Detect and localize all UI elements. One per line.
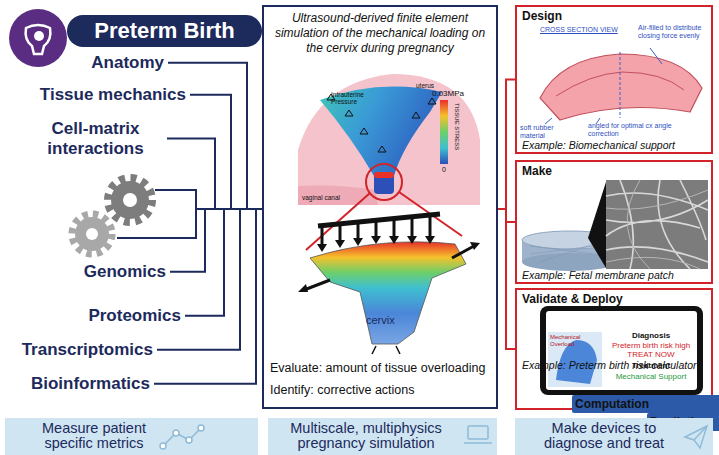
node-text: Make devices to diagnose and treat xyxy=(525,421,683,453)
topic-label: Cell-matrix interactions xyxy=(28,119,163,158)
annotation-label: Intrauterine Pressure xyxy=(331,91,375,106)
annotation-label: Air-filled to distribute closing force e… xyxy=(638,24,710,40)
node-text: Cell-matrix interactions xyxy=(28,119,163,158)
output-panel: MakeExample: Fetal membrane patch xyxy=(515,160,713,284)
connector xyxy=(190,95,262,209)
topic-label: Proteomics xyxy=(88,306,181,326)
phone-screen xyxy=(546,311,697,390)
node-text: Make xyxy=(522,164,706,178)
node-text: Multiscale, multiphysics pregnancy simul… xyxy=(270,421,462,453)
node-subtext: Evaluate: amount of tissue overloading xyxy=(270,361,490,375)
title-pill: Preterm Birth xyxy=(67,15,262,47)
topic-label: Genomics xyxy=(84,262,166,282)
node-text: Bioinformatics xyxy=(31,374,150,394)
connector xyxy=(168,63,262,209)
annotation-label: CROSS SECTION VIEW xyxy=(540,26,618,34)
annotation-label: Mechanical Overload xyxy=(550,334,600,348)
connector xyxy=(167,139,262,209)
annotation-label: uterus xyxy=(416,82,434,89)
node-subtext: Example: Biomechanical support xyxy=(522,139,706,151)
annotation-label: TISSUE STRESS xyxy=(453,103,460,150)
cervix-small xyxy=(374,172,394,194)
stress-map xyxy=(320,87,442,176)
summary-band: Measure patient specific metrics xyxy=(5,418,258,455)
annotation-label: Diagnosis xyxy=(606,331,696,340)
annotation-label: angled for optimal cx angle correction xyxy=(588,122,688,138)
summary-band: Make devices to diagnose and treat xyxy=(515,418,713,455)
node-text: Computation xyxy=(575,397,719,411)
node-text: Ultrasound-derived finite element simula… xyxy=(270,11,490,56)
annotation-label: 0 xyxy=(442,166,446,174)
node-subtext: Example: Fetal membrane patch xyxy=(522,269,706,281)
load-arrows xyxy=(298,214,480,354)
connector xyxy=(170,209,262,272)
annotation-label: Preterm birth risk high TREAT NOW xyxy=(606,341,696,359)
screen-tab: Computation xyxy=(572,395,719,413)
zoom-wedge xyxy=(588,182,606,268)
cervix-zoom xyxy=(310,242,466,344)
connector xyxy=(498,80,515,210)
gears-icon xyxy=(72,178,152,254)
topic-label: Anatomy xyxy=(91,53,164,73)
topic-label: Bioinformatics xyxy=(31,374,150,394)
annotation-label: Mechanical Support xyxy=(606,372,696,381)
support-sketch xyxy=(540,54,702,120)
cervix-small-top xyxy=(374,172,394,178)
topic-label: Transcriptomics xyxy=(22,340,153,360)
annotation-label: soft rubber material xyxy=(520,124,572,140)
uterus-icon-shape xyxy=(26,25,51,54)
simulation-panel: Ultrasound-derived finite element simula… xyxy=(262,5,498,409)
annotation-label: 0.03MPa xyxy=(432,89,464,98)
uterus-icon xyxy=(9,9,67,67)
node-subtext: Identify: corrective actions xyxy=(270,383,490,397)
node-text: Proteomics xyxy=(88,306,181,326)
node-text: Design xyxy=(522,9,706,23)
topic-label: Tissue mechanics xyxy=(40,85,186,105)
connector xyxy=(154,209,262,384)
node-subtext: Example: Preterm birth risk calculator xyxy=(522,359,706,371)
zoom-circle xyxy=(366,164,402,200)
node-text: Transcriptomics xyxy=(22,340,153,360)
node-text: Genomics xyxy=(84,262,166,282)
colorbar xyxy=(440,100,448,164)
fiber-micrograph xyxy=(606,180,708,269)
node-text: Anatomy xyxy=(91,53,164,73)
annotation-label: vaginal canal xyxy=(302,194,340,201)
summary-band: Multiscale, multiphysics pregnancy simul… xyxy=(268,418,497,455)
uterus-body xyxy=(298,74,480,205)
node-text: Measure patient specific metrics xyxy=(25,421,163,453)
sketch-leaders xyxy=(545,48,662,124)
fetus-icon xyxy=(34,31,44,41)
connector xyxy=(157,209,262,350)
node-text: Tissue mechanics xyxy=(40,85,186,105)
phone-frame xyxy=(540,306,703,395)
annotation-label: Treatment xyxy=(606,361,696,370)
connector xyxy=(498,209,515,349)
node-text: Validate & Deploy xyxy=(522,292,706,306)
sketch-axis xyxy=(620,52,621,118)
node-text: Preterm Birth xyxy=(94,18,235,44)
connector xyxy=(185,209,262,316)
annotation-label: cervix xyxy=(366,314,395,327)
